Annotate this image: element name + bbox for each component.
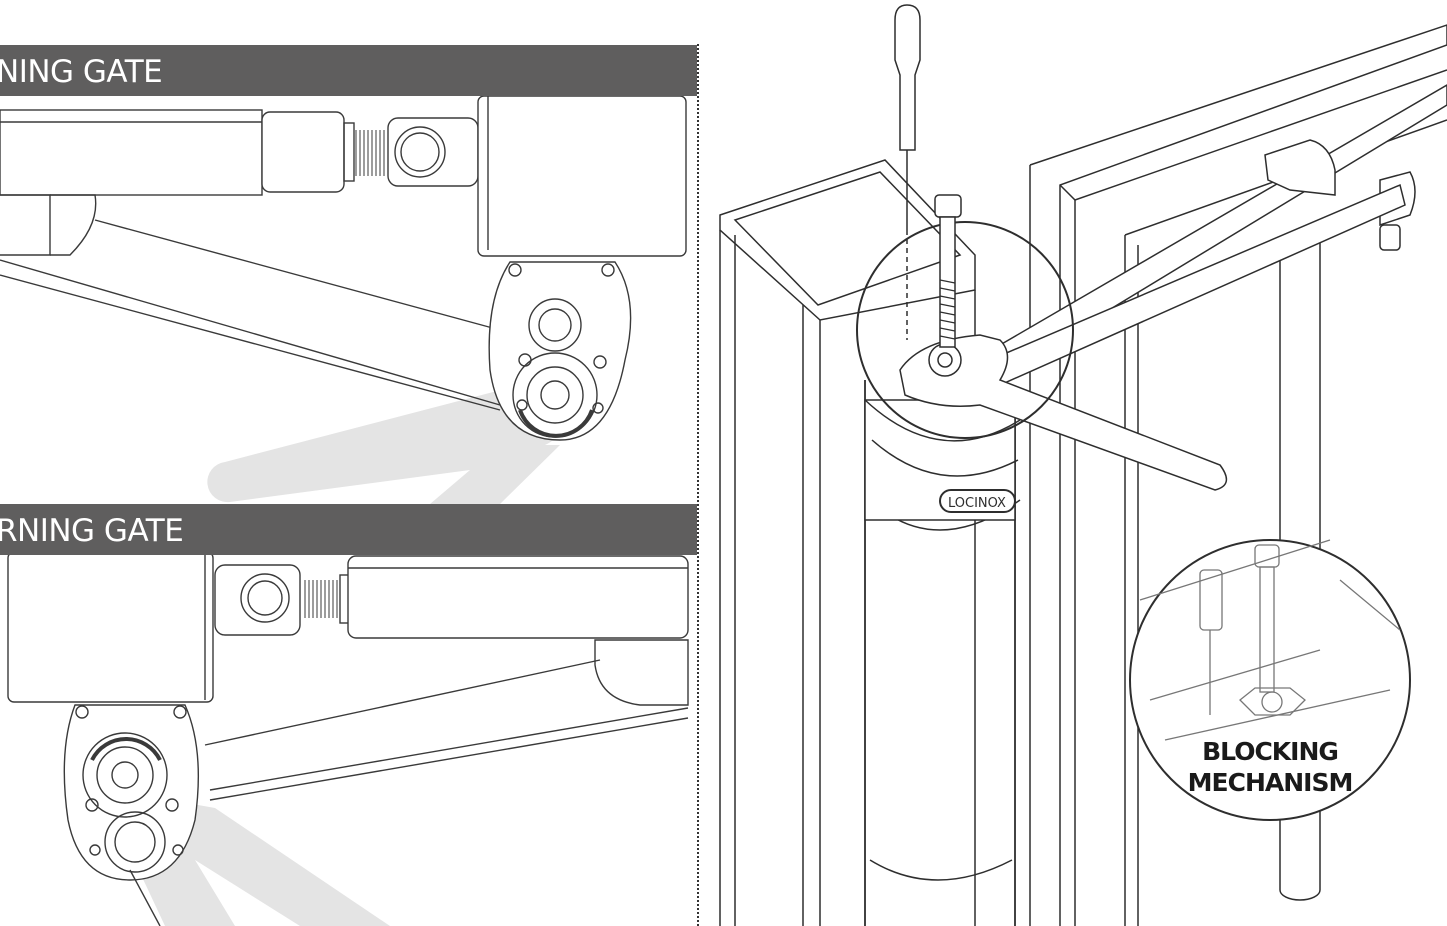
left-drawings [0, 95, 689, 926]
blocking-mechanism-label: BLOCKING MECHANISM [1180, 736, 1360, 798]
dotted-divider [697, 44, 699, 926]
bottom-panel-title: RNING GATE [0, 513, 184, 549]
callout-line-2: MECHANISM [1187, 768, 1354, 797]
top-panel-title: NING GATE [0, 54, 163, 90]
bottom-panel-title-bar: RNING GATE [0, 504, 697, 555]
brand-mark: LOCINOX [948, 496, 1006, 511]
callout-line-1: BLOCKING [1202, 737, 1339, 766]
top-panel-title-bar: NING GATE [0, 45, 697, 96]
